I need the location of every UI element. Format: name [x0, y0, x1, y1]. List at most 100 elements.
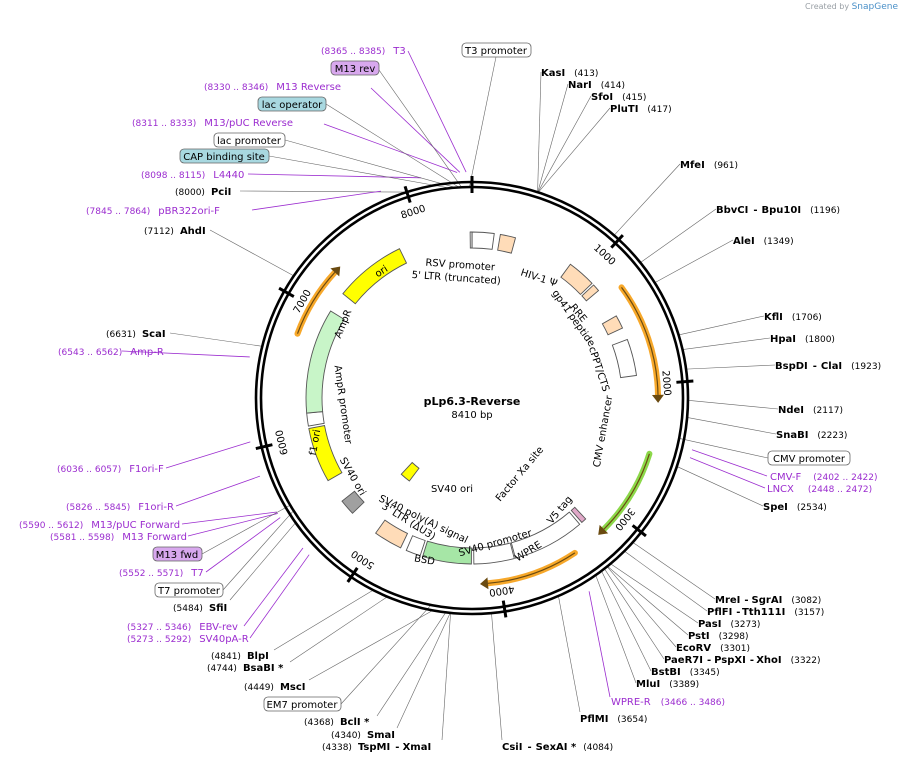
- enzyme-ahdi: (7112)AhdI: [144, 226, 206, 237]
- enzyme-paer7i: PaeR7I-PspXI-XhoI(3322): [664, 655, 821, 666]
- ruler-label: 5000: [349, 547, 376, 570]
- primer-f1ori-r: (5826 .. 5845)F1ori-R: [66, 502, 174, 513]
- primer-sv40pa-r: (5273 .. 5292)SV40pA-R: [127, 634, 249, 645]
- primer-t7: (5552 .. 5571)T7: [119, 568, 204, 579]
- primer-wpre-r: WPRE-R(3466 .. 3486): [611, 697, 725, 708]
- box-lac-promoter-label: lac promoter: [217, 136, 282, 147]
- feature-arc-head: [598, 524, 609, 535]
- feature-block: [611, 338, 637, 379]
- primer-leader: [689, 457, 766, 489]
- feature-block: [305, 310, 345, 414]
- primer-leader: [251, 190, 382, 211]
- ruler-tick: [676, 379, 694, 384]
- ruler-tick: [631, 524, 647, 538]
- enzyme-leader: [613, 163, 681, 236]
- enzyme-leader: [537, 95, 592, 193]
- feature-label-ampr-promoter: AmpR promoter: [331, 365, 353, 446]
- box-cmv-promoter: [767, 450, 851, 466]
- primer-leader: [249, 554, 310, 639]
- feature-arc-core: [487, 552, 576, 584]
- ruler-label: 8000: [400, 203, 428, 221]
- feature-label-bsd: BSD: [413, 553, 436, 567]
- feature-block: [375, 519, 409, 549]
- enzyme-leader: [676, 466, 764, 507]
- primer-amp-r: (6543 .. 6562)Amp-R: [58, 347, 164, 358]
- enzyme-mrei: MreI-SgrAI(3082): [715, 595, 821, 606]
- box-leader: [340, 605, 431, 705]
- enzyme-leader: [686, 364, 776, 370]
- feature-arc-head: [479, 577, 489, 590]
- enzyme-leader: [169, 332, 263, 347]
- enzyme-spei: SpeI(2534): [763, 502, 827, 513]
- brand-prefix: Created by: [805, 2, 850, 11]
- feature-label-cppt: cPPT/CTS: [586, 345, 611, 393]
- feature-label-sv40ori: SV40 ori: [337, 456, 368, 498]
- box-m13-rev-label: M13 rev: [335, 64, 376, 75]
- primer-leader: [205, 517, 281, 573]
- primer-t3: (8365 .. 8385)T3: [321, 46, 406, 57]
- plasmid-size: 8410 bp: [451, 410, 492, 421]
- primer-l4440: (8098 .. 8115)L4440: [141, 170, 244, 181]
- enzyme-leader: [654, 239, 734, 283]
- enzyme-bsabi: (4744)BsaBI *: [207, 663, 284, 674]
- ruler-tick: [610, 234, 624, 249]
- primer-lncx: LNCX(2448 .. 2472): [767, 484, 872, 495]
- box-t3-promoter-label: T3 promoter: [464, 46, 528, 57]
- box-t7-promoter-label: T7 promoter: [157, 586, 221, 597]
- primer-labels: (8365 .. 8385)T3 (8330 .. 8346)M13 Rever…: [19, 46, 878, 708]
- box-em7-promoter: [263, 696, 342, 712]
- feature-block: [342, 248, 408, 305]
- feature-block: [473, 542, 515, 565]
- ruler-label: 2000: [659, 370, 672, 396]
- enzyme-leader: [624, 550, 708, 612]
- box-cap-binding-site-label: CAP binding site: [183, 152, 265, 163]
- primer-pbr322ori-f: (7845 .. 7864)pBR322ori-F: [86, 206, 220, 217]
- feature-block: [306, 411, 325, 427]
- enzyme-pcii: (8000)PciI: [175, 187, 231, 198]
- primer-m13puc-reverse: (8311 .. 8333)M13/pUC Reverse: [132, 118, 293, 129]
- enzyme-leader: [640, 208, 717, 263]
- enzyme-pflfi: PflFI-Tth111I(3157): [707, 607, 824, 618]
- primer-leader: [165, 441, 251, 469]
- enzyme-leader: [687, 400, 779, 410]
- box-leader: [268, 155, 447, 188]
- enzyme-mlui: MluI(3389): [636, 679, 699, 690]
- feature-shapes: [305, 231, 637, 565]
- feature-block: [497, 233, 517, 254]
- ruler-tick: [278, 286, 295, 298]
- ruler-tick: [403, 185, 412, 203]
- box-leader: [222, 511, 294, 591]
- primer-ebv-rev: (5327 .. 5346)EBV-rev: [127, 622, 238, 633]
- ruler-label: 6000: [274, 429, 291, 456]
- enzyme-psti: PstI(3298): [688, 631, 749, 642]
- primer-m13-forward: (5581 .. 5598)M13 Forward: [50, 532, 187, 543]
- enzyme-labels: KasI(413) NarI(414) SfoI(415) PluTI(417)…: [106, 68, 881, 753]
- enzyme-leader: [607, 566, 689, 636]
- feature-label-rsv-promoter: RSV promoter: [425, 258, 496, 274]
- ruler-tick: [346, 567, 359, 583]
- enzyme-leader: [601, 570, 652, 672]
- box-lac-operator-label: lac operator: [262, 100, 323, 111]
- box-m13-fwd: [152, 546, 203, 562]
- ruler-tick: [255, 443, 273, 451]
- enzyme-leader: [239, 190, 407, 193]
- enzyme-hpai: HpaI(1800): [770, 334, 835, 345]
- feature-label-sv40ori-inner: SV40 ori: [431, 484, 473, 495]
- enzyme-leader: [308, 610, 433, 681]
- enzyme-bcli: (4368)BclI *: [304, 717, 370, 728]
- enzyme-leader: [610, 563, 699, 624]
- enzyme-smai: (4340)SmaI: [331, 730, 395, 741]
- ruler-tick: [501, 600, 508, 618]
- feature-arc-core: [296, 271, 336, 334]
- enzyme-kfli: KflI(1706): [764, 312, 822, 323]
- enzyme-tspmi: (4338)TspMI-XmaI: [322, 742, 431, 753]
- box-leader: [378, 69, 462, 187]
- primer-leader: [588, 591, 611, 698]
- enzyme-bspdi: BspDI-ClaI(1923): [775, 361, 881, 372]
- box-t7-promoter: [154, 582, 224, 598]
- feature-block: [601, 315, 624, 336]
- enzyme-leader: [537, 71, 542, 193]
- primer-leader: [323, 123, 458, 173]
- box-leader: [680, 438, 769, 459]
- enzyme-snabi: SnaBI(2223): [776, 430, 847, 441]
